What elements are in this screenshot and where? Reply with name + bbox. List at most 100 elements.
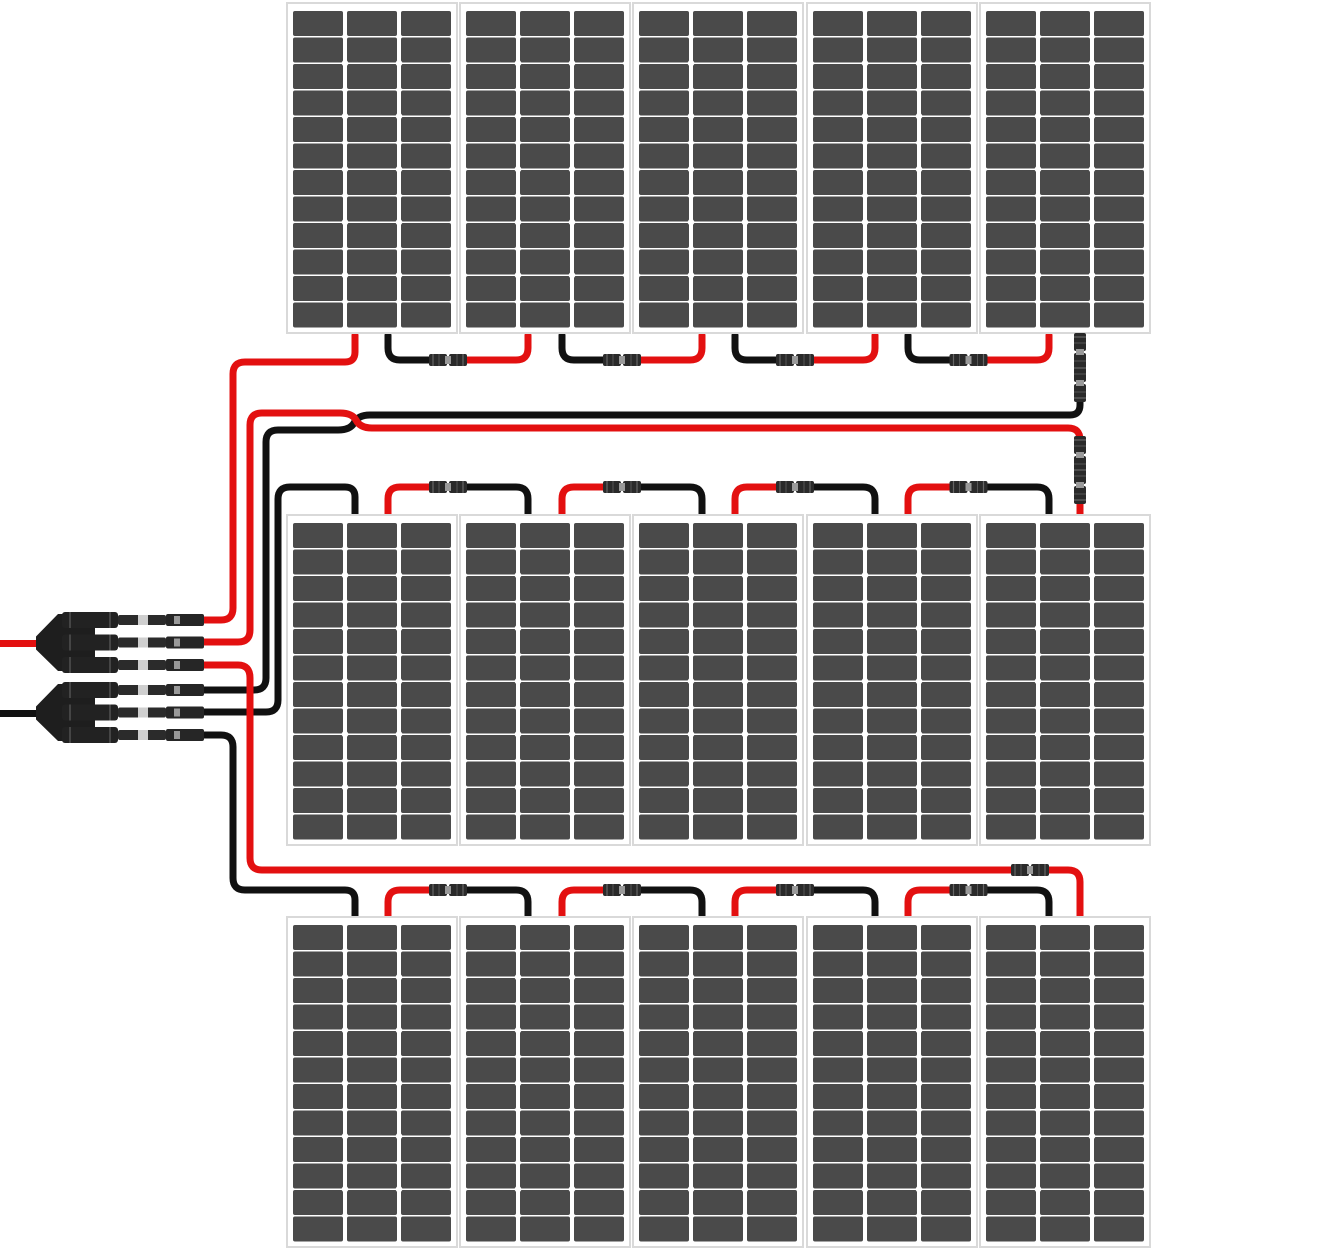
busbar-dot [514, 1186, 522, 1193]
mc4-male-body [949, 884, 968, 896]
solar-panel-r1-c1 [286, 2, 458, 334]
busbar-dot [568, 1080, 576, 1087]
solar-cell [574, 629, 624, 654]
solar-cell [466, 302, 516, 328]
solar-cell [813, 925, 863, 950]
solar-cell [1094, 523, 1144, 548]
solar-cell [466, 1084, 516, 1109]
solar-cell [867, 655, 917, 681]
series-wire-negative [975, 886, 1053, 921]
positive-branch-connector [0, 612, 204, 673]
solar-cell [293, 1057, 343, 1083]
solar-cell [693, 735, 743, 760]
middle-string-positive-home-run [196, 409, 1084, 646]
busbar-dot [568, 113, 576, 120]
solar-cell [466, 1110, 516, 1136]
solar-cell [401, 523, 451, 548]
solar-cell [466, 64, 516, 89]
solar-cell [813, 1190, 863, 1215]
mc4-coupling [445, 886, 451, 894]
solar-cell [693, 708, 743, 734]
bottom-string-extension-connector [1011, 864, 1049, 876]
solar-cell [401, 1031, 451, 1056]
bottom-series-connector [776, 884, 814, 896]
busbar-dot [514, 572, 522, 579]
solar-cell [347, 143, 397, 169]
solar-cell [347, 761, 397, 787]
series-wire-negative [384, 331, 462, 364]
solar-cell [921, 276, 971, 301]
solar-cell [1094, 788, 1144, 813]
solar-cell [639, 655, 689, 681]
solar-cell [293, 143, 343, 169]
solar-cell [747, 302, 797, 328]
busbar-dot [915, 1080, 923, 1087]
busbar-dot [1034, 219, 1042, 226]
mc4-female-body [969, 884, 988, 896]
solar-cell [466, 602, 516, 628]
solar-cell [1040, 814, 1090, 840]
solar-cell [574, 1057, 624, 1083]
solar-cell [1040, 302, 1090, 328]
solar-panel-r2-c3 [632, 514, 804, 846]
bottom-series-connector [429, 884, 467, 896]
solar-cell [1094, 1216, 1144, 1242]
solar-cell [347, 276, 397, 301]
busbar-dot [341, 1080, 349, 1087]
solar-cell [813, 117, 863, 142]
busbar-dot [687, 1133, 695, 1140]
solar-cell [813, 276, 863, 301]
solar-cell [466, 170, 516, 195]
solar-cell [693, 925, 743, 950]
solar-cell [401, 302, 451, 328]
solar-panel-r3-c1 [286, 916, 458, 1248]
solar-panel-r3-c3 [632, 916, 804, 1248]
solar-cell [520, 1190, 570, 1215]
solar-cell [867, 1216, 917, 1242]
mc4-coupling [445, 483, 451, 491]
solar-cell [574, 1216, 624, 1242]
solar-cell [347, 788, 397, 813]
mc4-male-body [1074, 333, 1086, 351]
busbar-dot [1034, 113, 1042, 120]
solar-cell [693, 1216, 743, 1242]
solar-cell [747, 549, 797, 575]
busbar-dot [861, 572, 869, 579]
solar-cell [293, 117, 343, 142]
solar-cell [574, 276, 624, 301]
solar-cell [1040, 117, 1090, 142]
solar-cell [813, 602, 863, 628]
solar-cell [921, 1163, 971, 1189]
solar-cell [466, 549, 516, 575]
solar-cell [574, 523, 624, 548]
solar-cell [466, 196, 516, 222]
busbar-dot [514, 113, 522, 120]
solar-cell [813, 735, 863, 760]
middle-series-connector [776, 481, 814, 493]
solar-cell [986, 1216, 1036, 1242]
mc4-female-body [449, 884, 467, 896]
solar-cell [747, 523, 797, 548]
busbar-dot [1034, 784, 1042, 791]
solar-cell [867, 302, 917, 328]
solar-cell [520, 761, 570, 787]
solar-cell [986, 249, 1036, 275]
solar-cell [401, 951, 451, 977]
solar-cell [986, 276, 1036, 301]
busbar-dot [915, 572, 923, 579]
busbar-dot [395, 678, 403, 685]
solar-cell [921, 1057, 971, 1083]
busbar-dot [1034, 572, 1042, 579]
mc4-female-body [623, 354, 641, 366]
solar-cell [347, 655, 397, 681]
solar-cell [986, 170, 1036, 195]
solar-panel-r3-c4 [806, 916, 978, 1248]
mc4-coupling [619, 356, 625, 364]
busbar-dot [1034, 1186, 1042, 1193]
busbar-dot [341, 678, 349, 685]
solar-cell [1040, 1216, 1090, 1242]
busbar-dot [568, 974, 576, 981]
mc4-coupling [965, 356, 972, 364]
solar-cell [347, 1216, 397, 1242]
busbar-dot [687, 1080, 695, 1087]
